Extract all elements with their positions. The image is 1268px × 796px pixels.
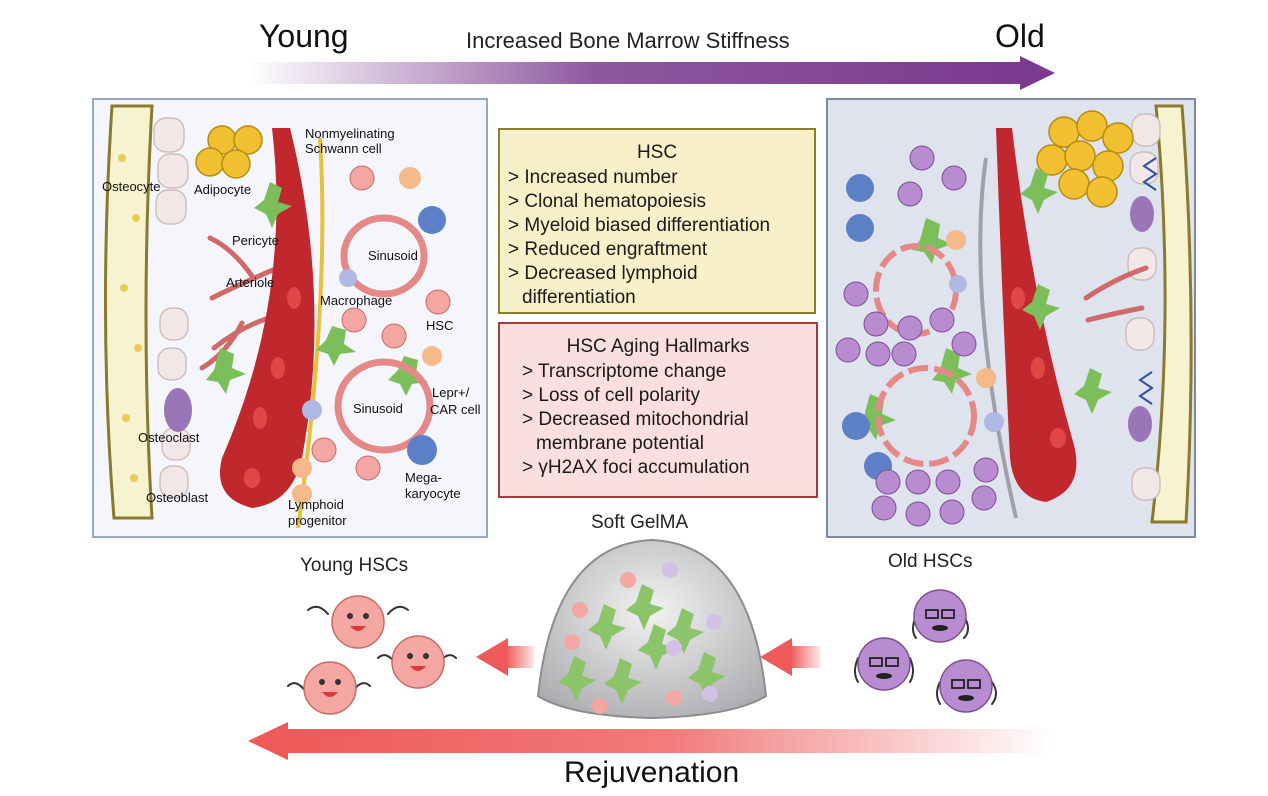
hallmark-item: membrane potential <box>536 433 704 454</box>
old-hscs-cluster <box>854 589 997 713</box>
label-lymphoid: Lymphoid <box>288 497 344 512</box>
hsc-item: > Decreased lymphoid <box>508 263 698 284</box>
hsc-item: differentiation <box>522 287 636 308</box>
old-bone-marrow-illustration <box>835 104 1193 527</box>
soft-gelma-label: Soft GelMA <box>591 512 689 533</box>
arrow-into-young <box>476 638 534 676</box>
young-hsc-face <box>303 661 357 715</box>
hallmark-item: > Transcriptome change <box>522 361 727 382</box>
young-hscs-cluster <box>287 595 457 715</box>
old-title: Old <box>995 18 1045 54</box>
label-schwann-cell: Schwann cell <box>305 141 382 156</box>
old-hsc-face <box>913 589 967 643</box>
hsc-box-title: HSC <box>636 142 678 163</box>
hsc-changes-box: HSC > Increased number > Clonal hematopo… <box>498 128 816 314</box>
label-hsc: HSC <box>426 318 454 333</box>
rejuvenation-label: Rejuvenation <box>564 756 740 789</box>
hsc-item: > Reduced engraftment <box>508 239 708 260</box>
young-bone-marrow-illustration <box>103 104 451 529</box>
label-osteoclast: Osteoclast <box>138 430 200 445</box>
young-hsc-face <box>391 635 445 689</box>
rejuvenation-arrow <box>248 722 1055 760</box>
stiffness-arrow <box>248 56 1055 90</box>
hallmark-item: > γH2AX foci accumulation <box>522 457 750 478</box>
label-osteocyte: Osteocyte <box>102 179 161 194</box>
label-adipocyte: Adipocyte <box>194 182 252 197</box>
old-hsc-face <box>857 637 911 691</box>
label-sinusoid-bottom: Sinusoid <box>353 401 403 416</box>
label-pericyte: Pericyte <box>232 233 279 248</box>
label-car-cell: CAR cell <box>430 402 481 417</box>
young-hsc-face <box>331 595 385 649</box>
label-arteriole: Arteriole <box>226 275 275 290</box>
young-title: Young <box>259 18 349 54</box>
soft-gelma-dome <box>536 538 768 720</box>
old-hscs-label: Old HSCs <box>888 551 973 572</box>
arrow-into-gelma <box>760 638 820 676</box>
label-macrophage: Macrophage <box>320 293 393 308</box>
hallmark-item: > Decreased mitochondrial <box>522 409 749 430</box>
hsc-item: > Clonal hematopoiesis <box>508 191 707 212</box>
old-hsc-face <box>939 659 993 713</box>
hsc-item: > Myeloid biased differentiation <box>508 215 771 236</box>
hallmarks-box-title: HSC Aging Hallmarks <box>566 336 750 357</box>
label-nonmyelinating: Nonmyelinating <box>305 126 395 141</box>
label-karyocyte: karyocyte <box>405 486 461 501</box>
label-lepr: Lepr+/ <box>432 385 470 400</box>
label-mega: Mega- <box>405 470 442 485</box>
stiffness-label: Increased Bone Marrow Stiffness <box>466 28 790 53</box>
hsc-item: > Increased number <box>508 167 678 188</box>
label-osteoblast: Osteoblast <box>146 490 209 505</box>
young-hscs-label: Young HSCs <box>300 555 409 576</box>
hsc-aging-hallmarks-box: HSC Aging Hallmarks > Transcriptome chan… <box>498 322 818 498</box>
label-progenitor: progenitor <box>288 513 347 528</box>
hallmark-item: > Loss of cell polarity <box>522 385 700 406</box>
label-sinusoid-top: Sinusoid <box>368 248 418 263</box>
